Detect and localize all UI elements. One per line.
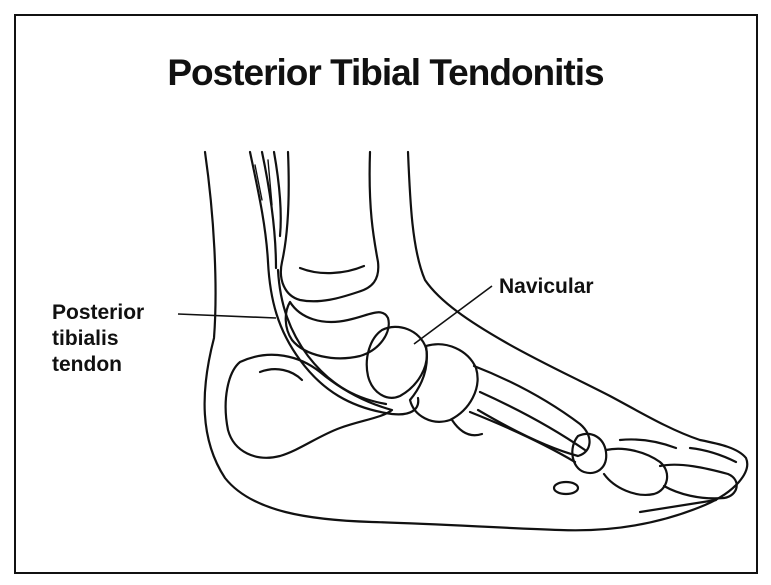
posterior-tibialis-tendon-label: Posterior tibialis tendon — [52, 300, 144, 378]
tendon-label-line3: tendon — [52, 352, 144, 378]
tendon-leader-line — [178, 314, 276, 318]
tibia-bone — [281, 152, 378, 301]
talus-bone — [286, 302, 389, 358]
tendon-label-line2: tibialis — [52, 326, 144, 352]
navicular-leader-line — [414, 286, 492, 344]
navicular-label: Navicular — [499, 274, 594, 300]
foot-outline — [205, 152, 748, 530]
cuneiform-bones — [410, 344, 478, 422]
tendon-label-line1: Posterior — [52, 300, 144, 326]
